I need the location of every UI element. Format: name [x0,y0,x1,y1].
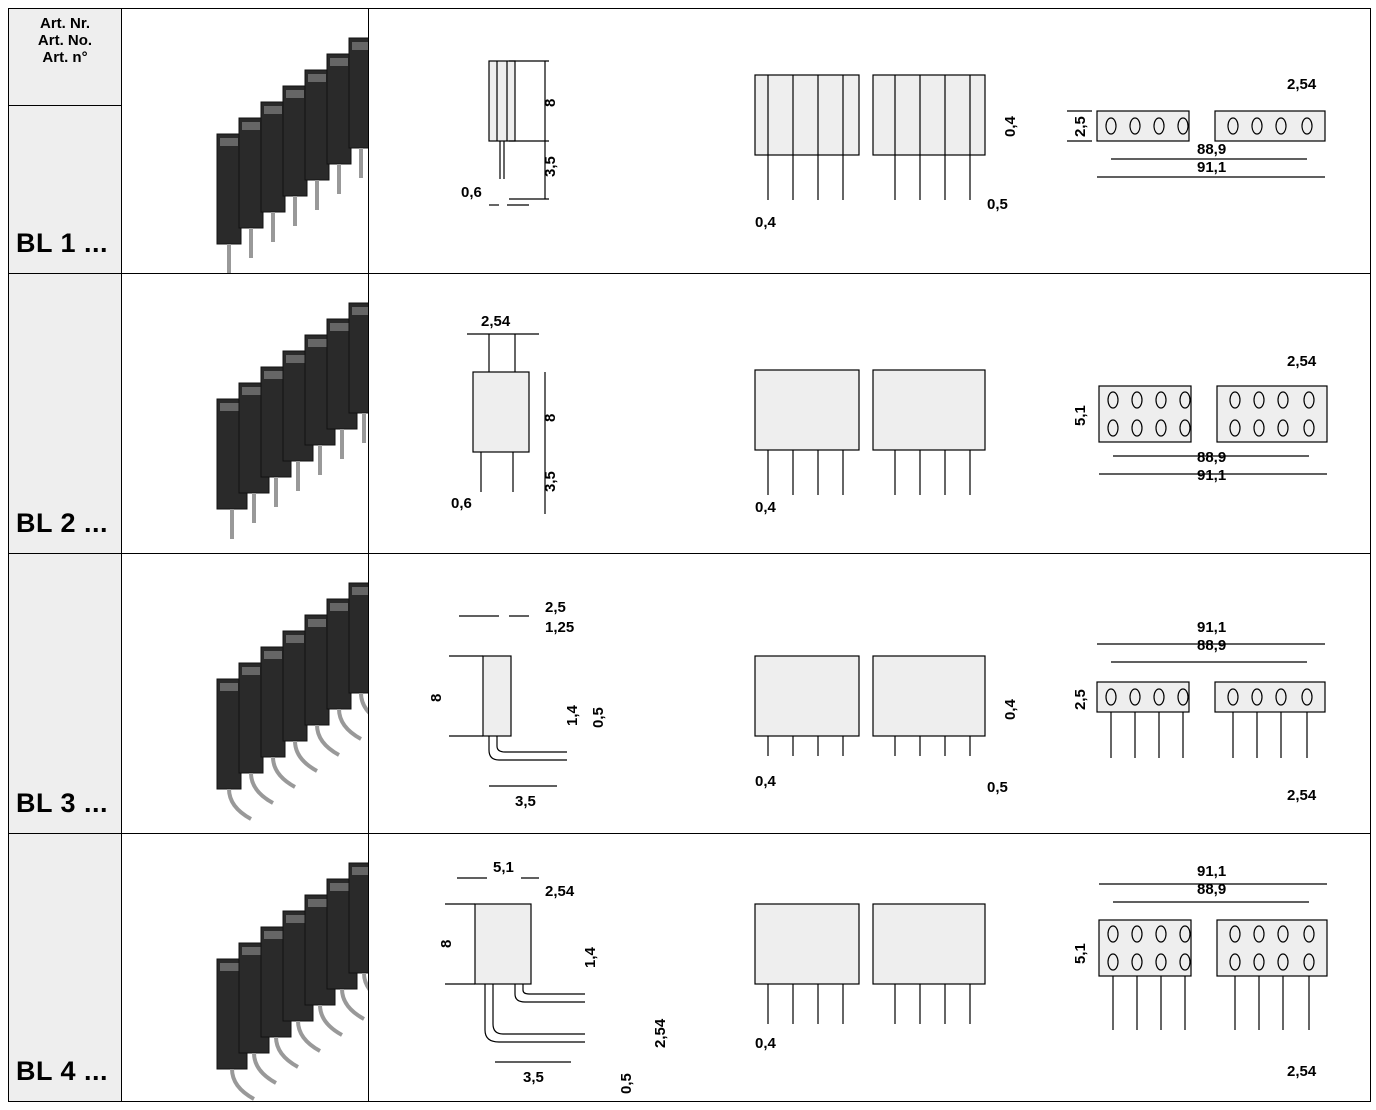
dim-label: 88,9 [1197,637,1226,654]
dim-label: 8 [438,940,455,948]
dim-label: 88,9 [1197,449,1226,466]
header-line-en: Art. No. [37,32,93,49]
dim-label: 91,1 [1197,159,1226,176]
photo-cell [121,273,369,554]
dim-label: 2,5 [1072,116,1089,137]
dim-label: 88,9 [1197,141,1226,158]
dim-label: 2,54 [1287,787,1317,804]
dim-label: 2,5 [1072,689,1089,710]
label-cell: BL 4 ... [8,833,122,1102]
label-cell: BL 3 ... [8,553,122,834]
dim-label: 0,5 [987,196,1008,213]
drawing-cell: 8 3,5 0,6 0,4 0,4 0,5 2,5 2,54 88,9 91,1 [368,8,1371,274]
table-row: BL 3 ... [8,553,1371,834]
dim-label: 0,5 [618,1073,635,1094]
dim-label: 2,54 [545,883,575,900]
dim-label: 8 [428,694,445,702]
dim-label: 1,4 [564,704,581,726]
drawing-cell: 2,54 8 3,5 0,6 0,4 5,1 2,54 88,9 91,1 [368,273,1371,554]
dim-label: 91,1 [1197,619,1226,636]
header-line-fr: Art. n° [42,49,88,66]
dim-label: 5,1 [1072,943,1089,964]
dim-label: 5,1 [493,859,514,876]
connector-photo-angled-single [216,582,368,821]
article-code: BL 3 ... [16,788,109,818]
header-line-de: Art. Nr. [39,15,90,32]
dim-label: 2,54 [1287,353,1317,370]
dimension-drawing-row-2: 2,54 8 3,5 0,6 0,4 5,1 2,54 88,9 91,1 [451,313,1328,516]
dim-label: 3,5 [515,793,536,810]
dim-label: 2,5 [545,599,566,616]
dim-label: 91,1 [1197,863,1226,880]
table-row: Art. Nr. Art. No. Art. n° BL 1 ... [8,8,1371,274]
dim-label: 8 [542,414,559,422]
drawing-cell: 5,1 2,54 8 1,4 2,54 3,5 0,5 0,4 5,1 91,1… [368,833,1371,1102]
dim-label: 2,54 [481,313,511,330]
dim-label: 0,5 [590,707,607,728]
dim-label: 0,4 [755,773,777,790]
dim-label: 3,5 [542,471,559,492]
dim-label: 91,1 [1197,467,1226,484]
product-table: Art. Nr. Art. No. Art. n° BL 1 ... [8,8,1371,1102]
dim-label: 3,5 [542,156,559,177]
dim-label: 0,4 [755,214,777,231]
dimension-drawing-row-3: 2,5 1,25 8 1,4 0,5 3,5 0,4 0,4 0,5 2,5 9… [428,599,1326,810]
label-cell: Art. Nr. Art. No. Art. n° BL 1 ... [8,8,122,274]
dim-label: 0,4 [1002,115,1019,137]
drawing-cell: 2,5 1,25 8 1,4 0,5 3,5 0,4 0,4 0,5 2,5 9… [368,553,1371,834]
dim-label: 2,54 [1287,76,1317,93]
dim-label: 5,1 [1072,405,1089,426]
article-code: BL 2 ... [16,508,109,538]
dim-label: 0,6 [461,184,482,201]
dim-label: 2,54 [1287,1063,1317,1080]
connector-photo-angled-double [216,862,368,1101]
dim-label: 1,25 [545,619,574,636]
article-code: BL 1 ... [16,228,109,258]
article-code: BL 4 ... [16,1056,109,1086]
connector-photo-double-row [216,302,368,539]
dim-label: 88,9 [1197,881,1226,898]
photo-cell [121,8,369,274]
dim-label: 2,54 [652,1018,669,1048]
dim-label: 8 [542,99,559,107]
photo-cell [121,553,369,834]
dim-label: 0,4 [755,1035,777,1052]
dim-label: 0,6 [451,495,472,512]
article-number-header: Art. Nr. Art. No. Art. n° [9,9,121,106]
dimension-drawing-row-1: 8 3,5 0,6 0,4 0,4 0,5 2,5 2,54 88,9 91,1 [461,60,1326,231]
dim-label: 0,4 [1002,698,1019,720]
table-row: BL 4 ... [8,833,1371,1102]
label-cell: BL 2 ... [8,273,122,554]
dim-label: 0,4 [755,499,777,516]
dim-label: 0,5 [987,779,1008,796]
dimension-drawing-row-4: 5,1 2,54 8 1,4 2,54 3,5 0,5 0,4 5,1 91,1… [438,859,1328,1094]
photo-cell [121,833,369,1102]
dim-label: 1,4 [582,946,599,968]
dim-label: 3,5 [523,1069,544,1086]
table-row: BL 2 ... [8,273,1371,554]
connector-photo-single-row [216,37,368,273]
